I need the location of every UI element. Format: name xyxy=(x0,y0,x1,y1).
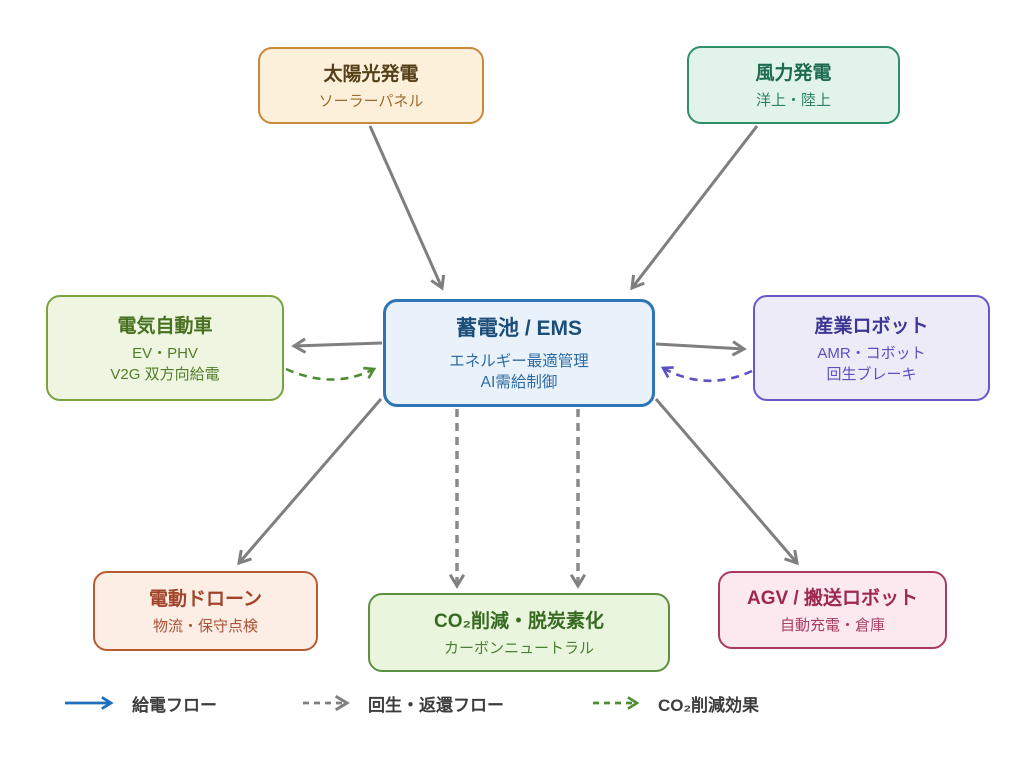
node-solar-power: 太陽光発電 ソーラーパネル xyxy=(258,47,484,124)
node-subtitle: 自動充電・倉庫 xyxy=(779,617,885,634)
legend-regen-return-flow: 回生・返還フロー xyxy=(302,691,504,715)
legend-power-supply-flow: 給電フロー xyxy=(64,691,217,715)
node-electric-vehicle: 電気自動車 EV・PHV V2G 双方向給電 xyxy=(46,295,284,401)
node-subtitle: AI需給制御 xyxy=(480,374,558,391)
node-subtitle: 洋上・陸上 xyxy=(755,92,831,109)
dashed-arrow-icon xyxy=(303,695,360,711)
node-subtitle: V2G 双方向給電 xyxy=(110,365,220,383)
dashed-arrow-icon xyxy=(593,696,640,710)
node-subtitle: 回生ブレーキ xyxy=(826,365,917,383)
node-subtitle: AMR・コボット xyxy=(817,344,926,362)
node-battery-ems: 蓄電池 / EMS エネルギー最適管理 AI需給制御 xyxy=(383,299,655,407)
arrow-wind-to-ems xyxy=(632,125,759,288)
arrow-ems-to-agv xyxy=(654,398,797,563)
node-subtitle: EV・PHV xyxy=(132,344,198,362)
node-co2-reduction: CO₂削減・脱炭素化 カーボンニュートラル xyxy=(368,593,670,672)
legend-label: CO₂削減効果 xyxy=(658,695,760,715)
node-industrial-robot: 産業ロボット AMR・コボット 回生ブレーキ xyxy=(753,295,990,401)
node-title: 産業ロボット xyxy=(814,315,929,337)
node-title: CO₂削減・脱炭素化 xyxy=(434,610,604,632)
solid-arrow-icon xyxy=(65,696,114,710)
arrow-ems-to-drone xyxy=(239,398,383,563)
legend-label: 給電フロー xyxy=(132,695,217,715)
node-subtitle: ソーラーパネル xyxy=(318,92,424,110)
node-title: 風力発電 xyxy=(755,63,832,84)
node-wind-power: 風力発電 洋上・陸上 xyxy=(687,46,900,124)
node-title: 太陽光発電 xyxy=(323,63,419,85)
node-title: AGV / 搬送ロボット xyxy=(746,588,918,609)
node-title: 電気自動車 xyxy=(117,315,213,337)
node-subtitle: エネルギー最適管理 xyxy=(449,352,589,370)
arrow-solar-to-ems xyxy=(368,125,442,288)
node-agv-transport-robot: AGV / 搬送ロボット 自動充電・倉庫 xyxy=(718,571,947,649)
arrow-ems-to-ev xyxy=(294,343,383,346)
arrow-ems-to-robot xyxy=(655,344,744,349)
arrow-ev-to-ems-co2 xyxy=(285,366,377,381)
node-title: 電動ドローン xyxy=(148,589,263,610)
arrow-robot-to-ems-regen xyxy=(660,366,753,383)
legend-co2-reduction-effect: CO₂削減効果 xyxy=(592,691,759,715)
node-subtitle: カーボンニュートラル xyxy=(443,639,594,657)
legend-label: 回生・返還フロー xyxy=(368,695,504,715)
node-electric-drone: 電動ドローン 物流・保守点検 xyxy=(93,571,318,651)
node-title: 蓄電池 / EMS xyxy=(455,316,582,340)
node-subtitle: 物流・保守点検 xyxy=(152,618,258,635)
